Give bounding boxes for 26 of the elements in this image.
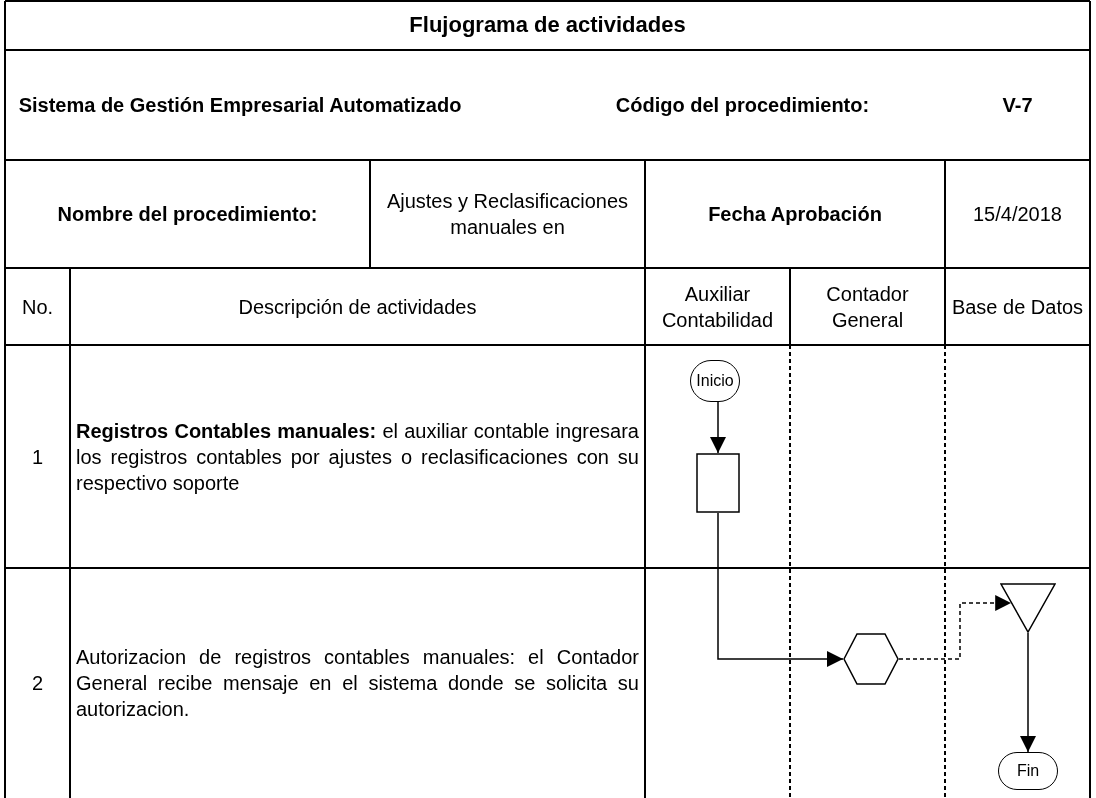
system-name: Sistema de Gestión Empresarial Automatizado (18, 93, 462, 118)
arrow (717, 512, 844, 667)
lane-header: Base de Datos (951, 294, 1084, 320)
arrow (1020, 632, 1036, 753)
field-caption: Código del procedimiento: (615, 93, 870, 118)
end-terminal: Fin (998, 752, 1058, 790)
row-number: 1 (31, 444, 44, 470)
lane-header: Contador General (825, 281, 910, 333)
database-triangle (1000, 583, 1056, 633)
procedure-code: V-7 (1002, 93, 1033, 118)
start-terminal: Inicio (690, 360, 740, 402)
row-number: 2 (31, 671, 44, 696)
column-header: Descripción de actividades (238, 294, 477, 320)
title-text: Flujograma de actividades (409, 11, 686, 40)
lane-header: Auxiliar Contabilidad (660, 281, 775, 333)
activity-description: Registros Contables manuales: el auxiliar contable ingresara los registros contables por ajustes o reclasificaciones con su respectivo soporte (76, 418, 639, 496)
process-hexagon (843, 633, 899, 685)
field-caption: Nombre del procedimiento: (57, 202, 318, 227)
arrow (898, 595, 1012, 660)
field-caption: Fecha Aprobación (708, 202, 882, 227)
process-box (696, 453, 740, 513)
arrow (710, 401, 726, 454)
column-header: No. (21, 294, 54, 320)
activity-description: Autorizacion de registros contables manuales: el Contador General recibe mensaje en el sistema donde se solicita su autorizacion. (76, 645, 639, 722)
procedure-name: Ajustes y Reclasificaciones manuales en (385, 189, 630, 240)
approval-date: 15/4/2018 (973, 202, 1062, 227)
